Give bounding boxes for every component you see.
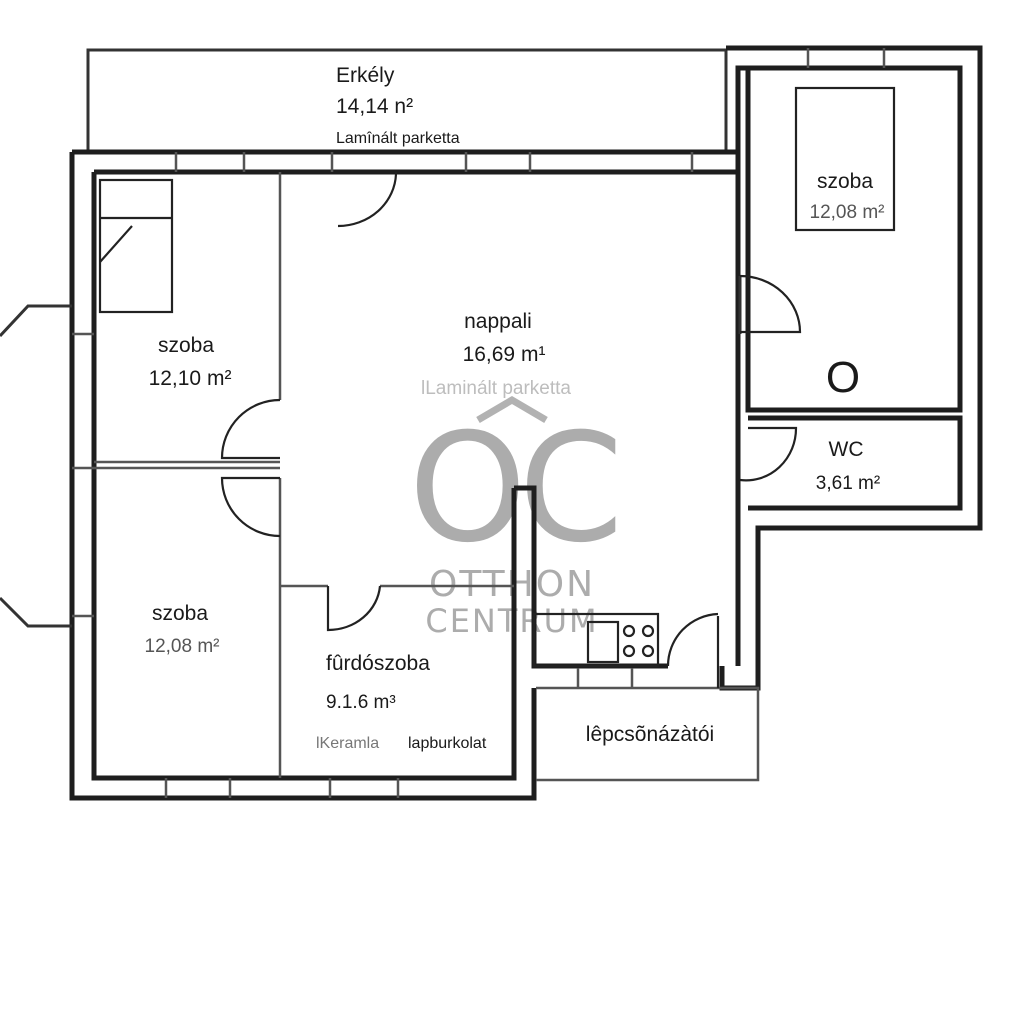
szoba-left-top-name: szoba bbox=[158, 334, 214, 357]
watermark-line-2: CENTRUM bbox=[425, 602, 598, 640]
kitchen-counter-icon bbox=[532, 612, 660, 668]
wc-name: WC bbox=[829, 438, 864, 461]
furdoszoba-area: 9.1.6 m³ bbox=[326, 692, 396, 713]
partitions bbox=[94, 172, 760, 782]
door-wc bbox=[739, 426, 798, 482]
szoba-left-bottom-area: 12,08 m² bbox=[145, 636, 220, 657]
furniture bbox=[98, 86, 896, 688]
nappali-area: 16,69 m¹ bbox=[463, 343, 546, 366]
erkely-area: 14,14 n² bbox=[336, 95, 413, 118]
sink-icon bbox=[586, 620, 620, 664]
door-furdo bbox=[326, 585, 382, 632]
bay-window bbox=[0, 304, 72, 628]
watermark-line-1: OTTHON bbox=[429, 564, 595, 605]
furdoszoba-floor-prefix: lKeramla bbox=[316, 735, 379, 752]
door-balcony bbox=[337, 172, 398, 228]
szoba-left-top-area: 12,10 m² bbox=[149, 367, 232, 390]
furdoszoba-name: fûrdószoba bbox=[326, 652, 430, 675]
lepcso-name: lêpcsõnázàtói bbox=[586, 723, 714, 746]
room-labels: Erkély 14,14 n² Lamînált parketta szoba … bbox=[145, 64, 885, 752]
doors bbox=[220, 172, 802, 688]
erkely-name: Erkély bbox=[336, 64, 395, 87]
erkely-floor: Lamînált parketta bbox=[336, 130, 460, 147]
furdoszoba-floor-suffix: lapburkolat bbox=[408, 735, 487, 752]
watermark-roof-icon bbox=[476, 395, 548, 424]
door-szoba-bottom bbox=[220, 476, 281, 538]
szoba-right-name: szoba bbox=[817, 170, 873, 193]
nappali-floor: lLaminált parketta bbox=[421, 378, 571, 399]
wc-area: 3,61 m² bbox=[816, 473, 880, 494]
outer-walls bbox=[69, 149, 741, 801]
nappali-name: nappali bbox=[464, 310, 532, 333]
szoba-left-bottom-name: szoba bbox=[152, 602, 208, 625]
wardrobe-icon bbox=[794, 86, 896, 232]
bed-icon bbox=[98, 178, 174, 314]
balcony bbox=[86, 48, 728, 152]
door-szoba-top bbox=[220, 398, 281, 460]
door-right-room bbox=[739, 274, 802, 334]
szoba-right-area: 12,08 m² bbox=[810, 202, 885, 223]
toilet-fixture-icon: O bbox=[826, 353, 860, 402]
door-stairs bbox=[666, 612, 720, 688]
